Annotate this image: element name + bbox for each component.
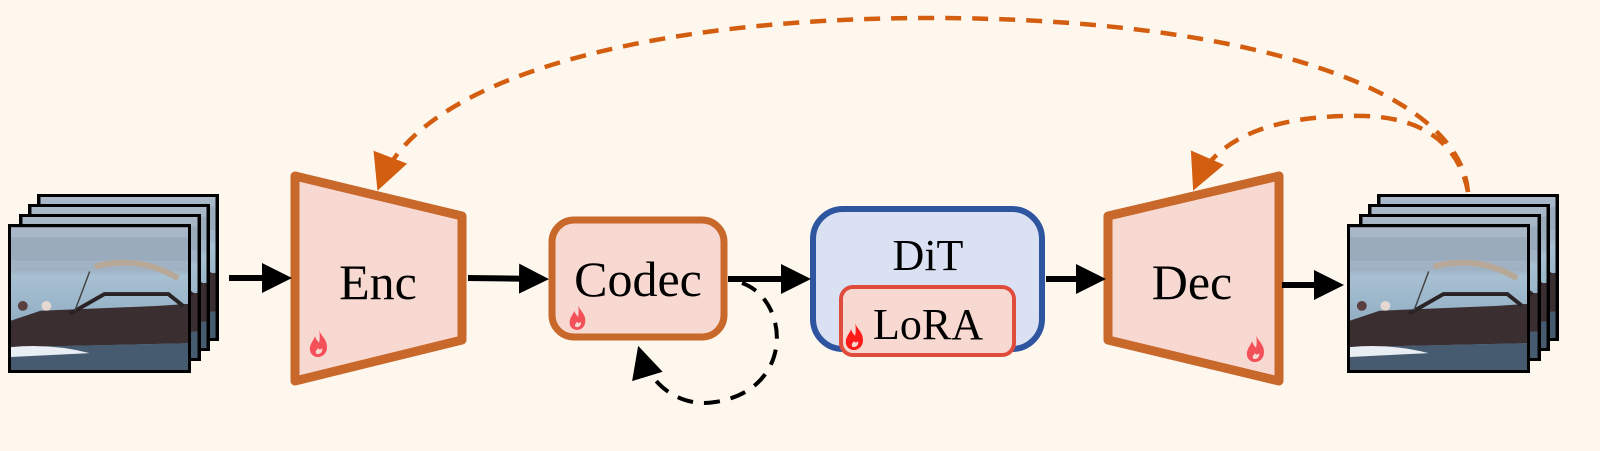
lora-label: LoRA xyxy=(873,300,983,349)
video-frame xyxy=(8,224,191,373)
lora-block: LoRA xyxy=(839,285,1016,357)
codec-block: Codec xyxy=(548,216,728,341)
decoder-label: Dec xyxy=(1152,254,1233,310)
codec-loop-arrow xyxy=(632,281,779,405)
encoder-block: Enc xyxy=(290,171,467,386)
output-video-frames xyxy=(1347,194,1559,373)
dit-label: DiT xyxy=(893,231,964,280)
dit-block: DiT LoRA xyxy=(810,206,1045,357)
decoder-block: Dec xyxy=(1103,171,1284,386)
feedback-arrow-to-encoder xyxy=(373,15,1471,193)
encoder-label: Enc xyxy=(339,254,417,310)
input-video-frames xyxy=(8,194,219,373)
flow-arrows xyxy=(229,263,1344,300)
arrow-encoder-to-codec xyxy=(467,263,549,294)
codec-label: Codec xyxy=(574,251,702,307)
feedback-arrow-to-decoder xyxy=(1190,113,1471,193)
video-frame xyxy=(1347,224,1530,373)
